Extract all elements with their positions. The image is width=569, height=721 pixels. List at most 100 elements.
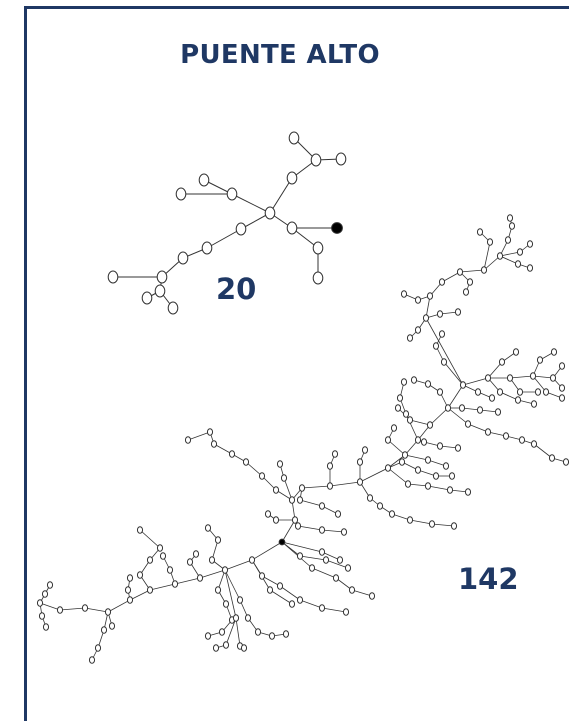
network-edge (387, 439, 406, 456)
network-node-highlighted (278, 538, 286, 546)
network-node (272, 516, 280, 524)
network-node (210, 440, 218, 448)
network-node (406, 334, 414, 342)
network-node (156, 544, 164, 552)
network-node (312, 241, 324, 255)
network-node (159, 552, 167, 560)
network-node (534, 388, 542, 396)
network-node (100, 626, 108, 634)
network-node (506, 374, 514, 382)
network-node (526, 264, 534, 272)
network-edge (425, 295, 431, 319)
network-edge (443, 361, 464, 386)
network-node (459, 381, 467, 389)
network-node (454, 308, 462, 316)
network-node-highlighted (331, 222, 343, 234)
network-node (288, 131, 300, 145)
network-node (286, 221, 298, 235)
network-edge (297, 525, 323, 531)
network-node (424, 380, 432, 388)
network-node (264, 206, 276, 220)
network-node (480, 266, 488, 274)
network-edge (311, 567, 337, 579)
network-edge (269, 177, 293, 214)
network-node (276, 582, 284, 590)
network-node (344, 564, 352, 572)
network-node (242, 458, 250, 466)
network-node (550, 348, 558, 356)
network-node (376, 502, 384, 510)
network-node (276, 460, 284, 468)
network-node (401, 451, 409, 459)
network-edge (107, 599, 131, 613)
network-edge (299, 499, 323, 507)
network-node (414, 326, 422, 334)
network-edge (129, 589, 151, 601)
network-node (422, 314, 430, 322)
network-node (432, 472, 440, 480)
network-edge (301, 485, 331, 489)
network-node (384, 436, 392, 444)
network-node (192, 550, 200, 558)
network-edge (425, 317, 464, 386)
network-edge (206, 228, 242, 249)
network-node (498, 358, 506, 366)
network-node (426, 421, 434, 429)
network-node (518, 436, 526, 444)
network-node (516, 388, 524, 396)
network-edge (299, 599, 323, 609)
network-node (218, 628, 226, 636)
network-node (361, 446, 369, 454)
network-node (414, 436, 422, 444)
network-node (494, 408, 502, 416)
network-node (406, 416, 414, 424)
network-node (318, 502, 326, 510)
network-node (420, 438, 428, 446)
network-node (240, 644, 248, 652)
network-node (126, 596, 134, 604)
network-node (254, 628, 262, 636)
network-edge (447, 407, 469, 425)
network-node (146, 586, 154, 594)
network-edge (391, 513, 411, 521)
network-node (88, 656, 96, 664)
network-node (529, 372, 537, 380)
network-node (398, 458, 406, 466)
network-node (331, 450, 339, 458)
network-node (186, 558, 194, 566)
network-node (214, 536, 222, 544)
network-node (312, 271, 324, 285)
network-node (236, 596, 244, 604)
network-edge (149, 583, 176, 591)
network-node (286, 171, 298, 185)
network-node (484, 428, 492, 436)
network-node (438, 278, 446, 286)
network-node (436, 442, 444, 450)
network-node (410, 376, 418, 384)
network-edge (409, 519, 433, 525)
network-edge (174, 577, 201, 585)
network-node (177, 251, 189, 265)
network-node (476, 406, 484, 414)
network-node (226, 187, 238, 201)
network-node (426, 292, 434, 300)
network-node (440, 358, 448, 366)
network-edge (199, 569, 226, 579)
small-network-count: 20 (216, 272, 257, 306)
network-edge (467, 423, 489, 433)
network-edge (351, 589, 373, 597)
network-node (394, 404, 402, 412)
network-edge (509, 375, 534, 379)
network-node (464, 488, 472, 496)
network-edge (213, 443, 233, 455)
network-node (326, 482, 334, 490)
network-node (436, 310, 444, 318)
network-node (322, 556, 330, 564)
network-edge (427, 485, 451, 491)
large-network (36, 214, 569, 664)
network-node (484, 374, 492, 382)
network-node (336, 556, 344, 564)
network-node (288, 496, 296, 504)
network-node (436, 388, 444, 396)
network-node (549, 374, 557, 382)
